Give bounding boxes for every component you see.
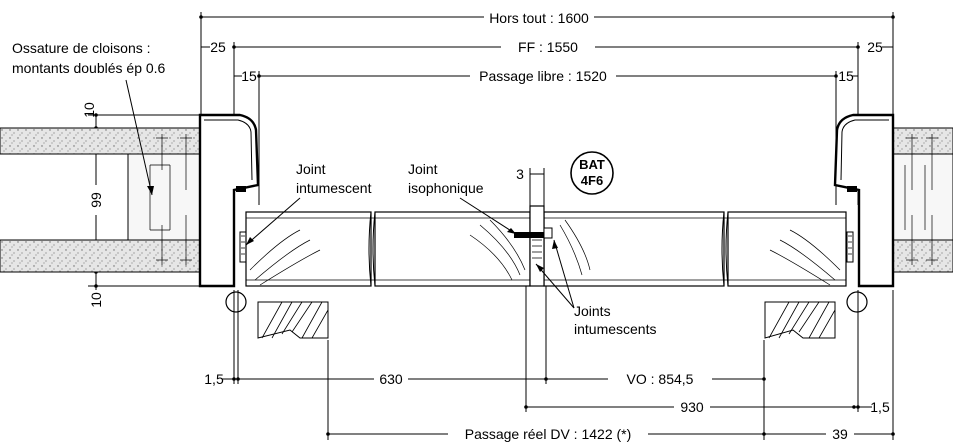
dim-right-15: 15 (838, 68, 854, 84)
label-ossature-2: montants doublés ép 0.6 (12, 60, 166, 76)
hinge-pivots (225, 291, 868, 313)
dim-b-930: 930 (680, 399, 704, 415)
dim-hors-tout: Hors tout : 1600 (489, 10, 589, 26)
label-joint-intumescent-2: intumescent (296, 180, 372, 196)
dim-right-25: 25 (867, 39, 883, 55)
dim-left-25: 25 (210, 39, 226, 55)
gap-dimension: 3 (516, 166, 545, 206)
dim-b-passage-reel: Passage réel DV : 1422 (*) (465, 426, 632, 442)
dim-vert-10-top: 10 (81, 102, 97, 118)
bat-badge: BAT 4F6 (570, 151, 614, 195)
badge-line1: BAT (579, 157, 605, 172)
dim-vert-99: 99 (88, 192, 104, 208)
label-joint-isophonique-2: isophonique (408, 180, 484, 196)
left-wall-section (0, 113, 260, 288)
dim-vert-10-bottom: 10 (88, 292, 104, 308)
dim-b-630: 630 (379, 371, 403, 387)
dim-gap-3: 3 (516, 166, 524, 182)
dim-b-vo: VO : 854,5 (627, 371, 694, 387)
dim-b-1-5-left: 1,5 (204, 371, 224, 387)
label-joint-intumescent-1: Joint (296, 161, 326, 177)
dim-left-15: 15 (241, 68, 257, 84)
label-joints-intumescents-2: intumescents (574, 321, 656, 337)
annotations: Ossature de cloisons : montants doublés … (12, 40, 656, 337)
badge-line2: 4F6 (581, 173, 603, 188)
dim-b-1-5-right: 1,5 (870, 399, 890, 415)
label-joint-isophonique-1: Joint (408, 161, 438, 177)
bottom-dimensions: 1,5 630 VO : 854,5 930 1,5 Passage réel … (204, 286, 895, 443)
hatched-zones (257, 301, 836, 339)
dim-ff: FF : 1550 (518, 39, 578, 55)
door-leaves (245, 205, 847, 287)
right-wall-section (833, 113, 953, 288)
dim-passage-libre: Passage libre : 1520 (479, 68, 607, 84)
dim-b-39: 39 (832, 426, 848, 442)
label-joints-intumescents-1: Joints (574, 303, 611, 319)
left-vertical-dimensions: 10 99 10 (81, 102, 200, 308)
label-ossature-1: Ossature de cloisons : (12, 40, 151, 56)
